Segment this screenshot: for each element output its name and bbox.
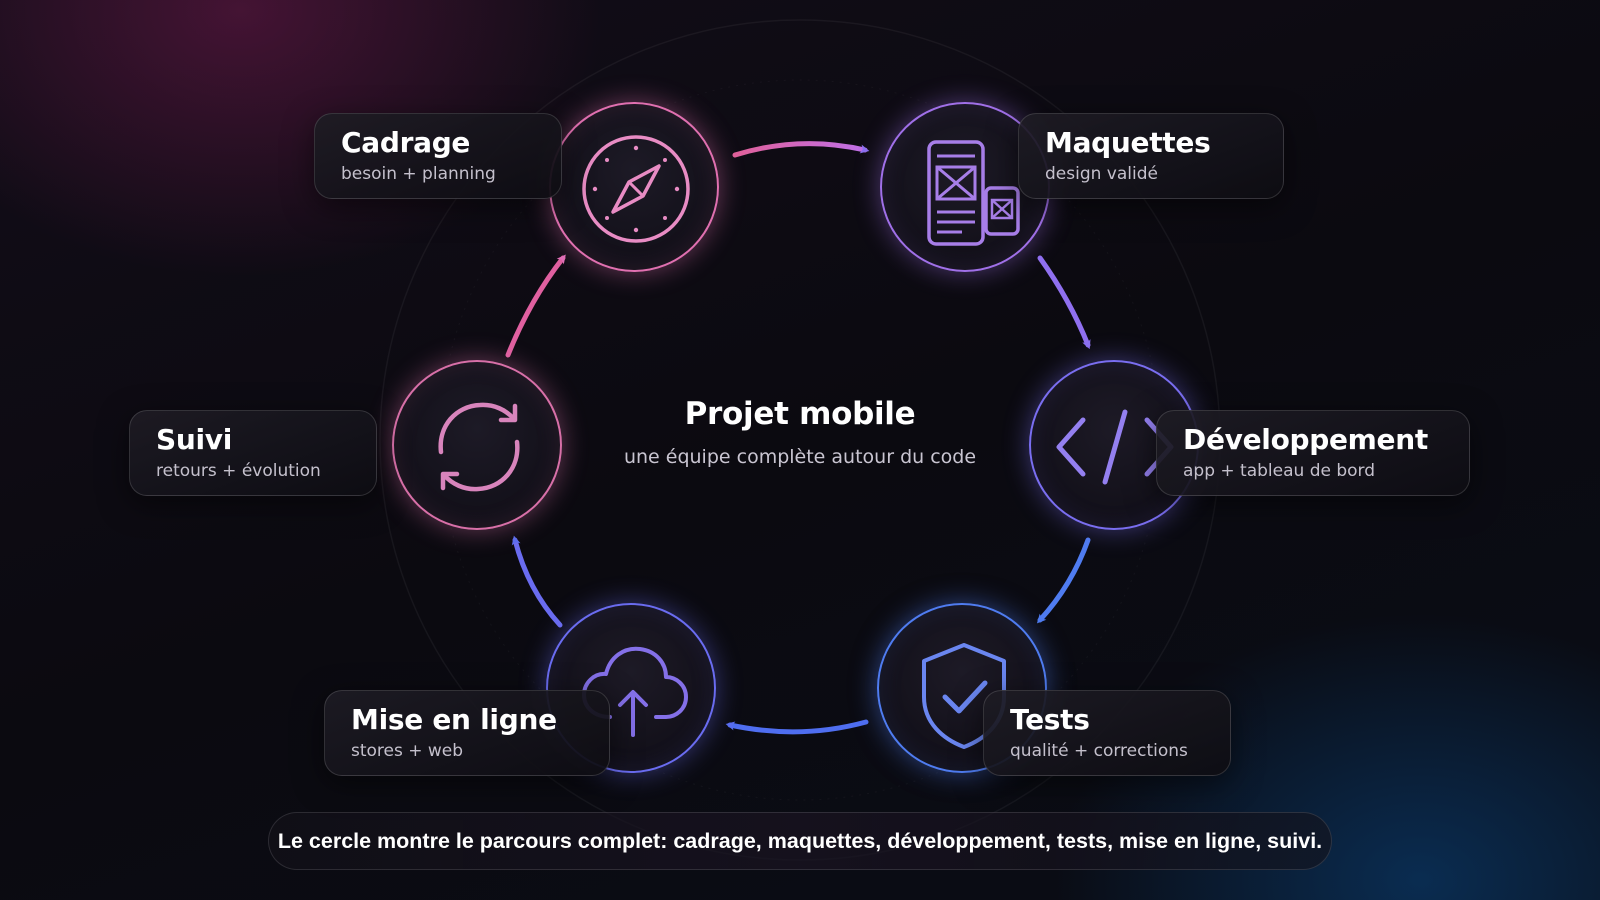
step-subtitle: qualité + corrections <box>1010 741 1188 761</box>
caption-text: Le cercle montre le parcours complet: ca… <box>277 829 1323 853</box>
step-title: Tests <box>1010 703 1090 736</box>
center-title: Projet mobile <box>684 396 916 432</box>
step-title: Développement <box>1183 423 1428 456</box>
arrow-cadrage-to-maquettes <box>732 141 870 158</box>
step-subtitle: retours + évolution <box>156 461 321 481</box>
label-card-mise-en-ligne: Mise en ligne stores + web <box>324 690 610 776</box>
label-card-cadrage: Cadrage besoin + planning <box>314 113 562 199</box>
arrow-tests-to-mise-en-ligne <box>725 719 869 735</box>
step-title: Maquettes <box>1045 126 1211 159</box>
label-card-maquettes: Maquettes design validé <box>1018 113 1284 199</box>
step-subtitle: design validé <box>1045 164 1158 184</box>
caption-bar <box>268 812 1332 870</box>
step-title: Suivi <box>156 423 233 456</box>
arrow-developpement-to-tests <box>1036 537 1091 624</box>
arrow-maquettes-to-developpement <box>1037 255 1091 350</box>
step-title: Cadrage <box>341 126 471 159</box>
node-suivi <box>392 360 562 530</box>
step-subtitle: app + tableau de bord <box>1183 461 1376 481</box>
wireframe-mockup-icon <box>927 140 1020 246</box>
center-subtitle: une équipe complète autour du code <box>623 446 977 468</box>
label-card-suivi: Suivi retours + évolution <box>129 410 377 496</box>
step-subtitle: stores + web <box>351 741 464 761</box>
step-subtitle: besoin + planning <box>341 164 496 184</box>
node-cadrage <box>549 102 719 272</box>
compass-icon <box>582 135 690 243</box>
label-card-tests: Tests qualité + corrections <box>983 690 1231 776</box>
refresh-cycle-icon <box>438 402 520 492</box>
label-card-developpement: Développement app + tableau de bord <box>1156 410 1470 496</box>
step-title: Mise en ligne <box>351 703 557 736</box>
arrow-suivi-to-cadrage <box>505 254 566 358</box>
arrow-mise-en-ligne-to-suivi <box>511 535 563 628</box>
